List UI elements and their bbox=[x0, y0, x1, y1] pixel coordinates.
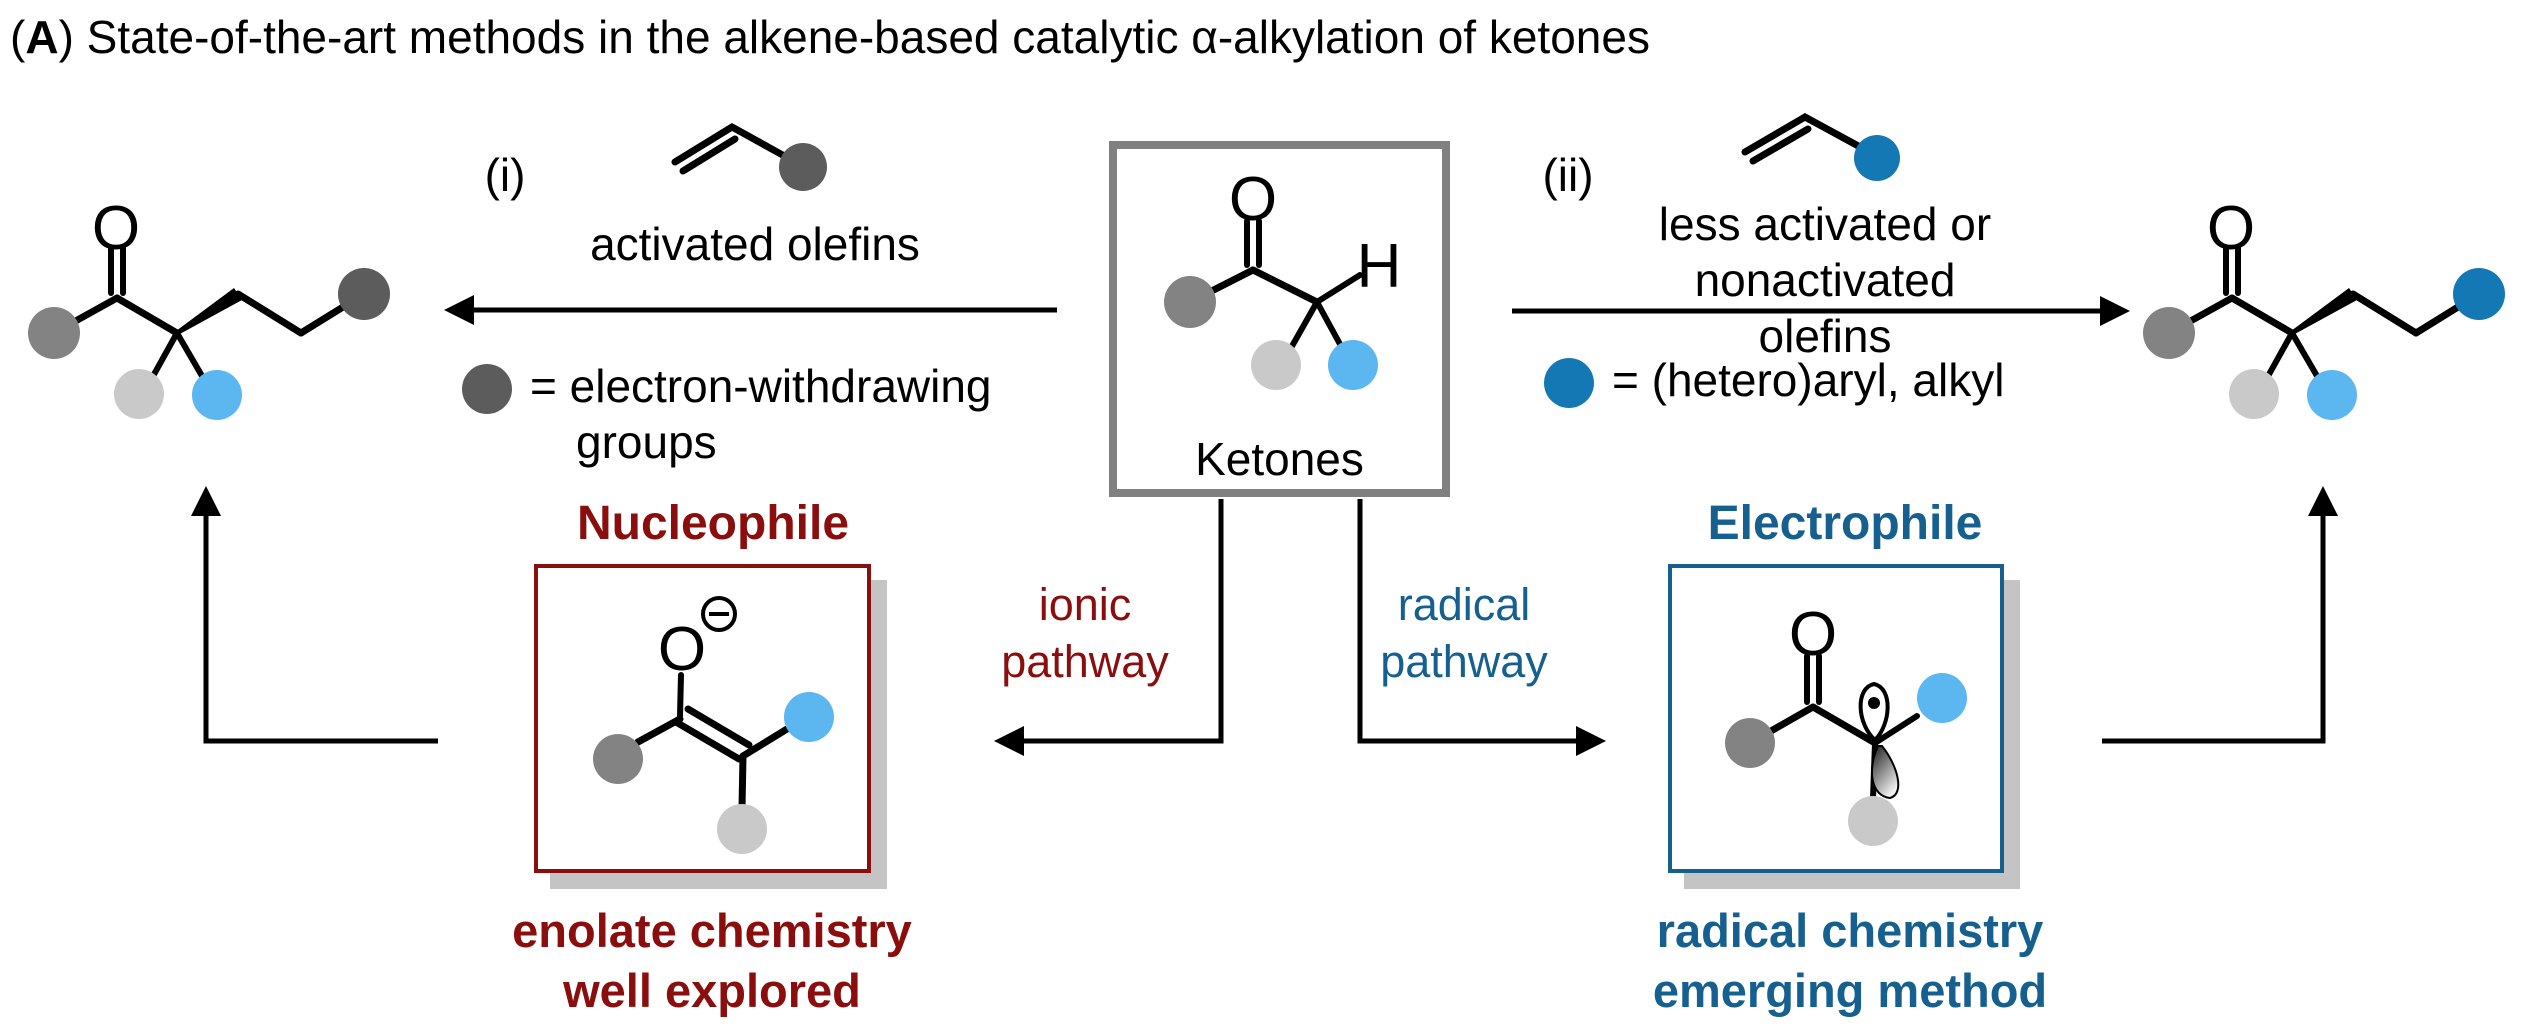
left-return-arrow bbox=[191, 486, 438, 744]
substituent-ball-blue bbox=[2307, 370, 2357, 420]
wedge-bond bbox=[2291, 288, 2357, 335]
alkyl-aryl-ball bbox=[1544, 358, 1594, 408]
carbonyl-o-label: O bbox=[1229, 165, 1277, 234]
radical-caption: radical chemistry emerging method bbox=[1645, 901, 2055, 1021]
ewg-ball bbox=[462, 364, 512, 414]
right-return-arrow bbox=[2102, 486, 2338, 744]
panel-title-rest: ) State-of-the-art methods in the alkene… bbox=[58, 11, 1650, 63]
substituent-ball-gray bbox=[114, 369, 164, 419]
ionic-line2: pathway bbox=[1001, 636, 1169, 687]
enolate-caption-line2: well explored bbox=[563, 964, 861, 1017]
alkyl-aryl-legend-text: = (hetero)aryl, alkyl bbox=[1612, 354, 2005, 406]
enolate-structure: O bbox=[593, 596, 834, 854]
carbonyl-o-label: O bbox=[1789, 600, 1837, 669]
alpha-h-label: H bbox=[1357, 232, 1402, 301]
nucleophile-heading: Nucleophile bbox=[576, 497, 850, 550]
nonactivated-olefin-structure bbox=[1741, 112, 1900, 181]
electrophile-heading: Electrophile bbox=[1707, 497, 1983, 550]
enolate-o-label: O bbox=[658, 615, 706, 684]
radical-line2: pathway bbox=[1380, 636, 1548, 687]
radical-line1: radical bbox=[1397, 579, 1531, 630]
carbonyl-o-label: O bbox=[2207, 194, 2255, 263]
activated-olefins-caption: activated olefins bbox=[590, 218, 920, 270]
caption-line1: less activated or bbox=[1658, 198, 1992, 250]
substituent-ball-blue bbox=[1328, 340, 1378, 390]
nucleophile-box: O bbox=[534, 564, 871, 873]
ewg-ball bbox=[779, 143, 827, 191]
p-orbital-icon bbox=[1858, 681, 1900, 800]
radical-pathway-label: radical pathway bbox=[1364, 576, 1564, 690]
panel-title: (A) State-of-the-art methods in the alke… bbox=[10, 10, 1650, 64]
ketone-structure: O H bbox=[1164, 165, 1402, 390]
substituent-ball-gray bbox=[1848, 796, 1898, 846]
less-activated-caption: less activated or nonactivated olefins bbox=[1625, 196, 2025, 364]
r-group-ball bbox=[1164, 276, 1216, 328]
substituent-ball-gray bbox=[2229, 369, 2279, 419]
enolate-caption-line1: enolate chemistry bbox=[512, 904, 912, 957]
path-i-index: (i) bbox=[484, 149, 526, 201]
alkyl-aryl-ball bbox=[2453, 268, 2505, 320]
carbonyl-o-label: O bbox=[92, 194, 140, 263]
r-group-ball bbox=[28, 307, 80, 359]
alkyl-aryl-legend: = (hetero)aryl, alkyl bbox=[1544, 352, 2004, 408]
radical-electron-dot bbox=[1868, 697, 1880, 709]
r-group-ball bbox=[593, 734, 643, 784]
ionic-line1: ionic bbox=[1038, 579, 1132, 630]
substituent-ball-gray bbox=[1251, 340, 1301, 390]
r-group-ball bbox=[1725, 718, 1775, 768]
negative-charge-icon bbox=[701, 596, 737, 632]
arrow-to-right-product bbox=[1512, 296, 2130, 326]
ionic-pathway-label: ionic pathway bbox=[985, 576, 1185, 690]
ketones-label: Ketones bbox=[1195, 433, 1364, 485]
ewg-legend-line1: = electron-withdrawing bbox=[530, 360, 992, 412]
panel-letter: A bbox=[25, 11, 59, 63]
alkyl-aryl-ball bbox=[1854, 135, 1900, 181]
ewg-legend: = electron-withdrawing groups bbox=[462, 358, 992, 470]
substituent-ball-blue bbox=[192, 370, 242, 420]
enolate-caption: enolate chemistry well explored bbox=[512, 901, 912, 1021]
substituent-ball-gray bbox=[717, 804, 767, 854]
left-product-structure: O bbox=[28, 194, 390, 420]
ewg-ball bbox=[338, 268, 390, 320]
panel-title-open: ( bbox=[10, 11, 26, 63]
radical-caption-line1: radical chemistry bbox=[1656, 904, 2044, 957]
arrow-to-left-product bbox=[444, 295, 1057, 325]
wedge-bond bbox=[176, 288, 242, 335]
radical-caption-line2: emerging method bbox=[1652, 964, 2048, 1017]
ewg-legend-line2: groups bbox=[576, 416, 717, 468]
caption-line2: nonactivated olefins bbox=[1694, 254, 1956, 362]
radical-pathway-arrow bbox=[1357, 499, 1606, 756]
electrophile-box: O bbox=[1668, 564, 2004, 873]
substituent-ball-blue bbox=[1917, 673, 1967, 723]
path-ii-index: (ii) bbox=[1542, 149, 1594, 201]
ketones-box: O H Ketones bbox=[1109, 141, 1450, 497]
ketyl-radical-structure: O bbox=[1725, 600, 1967, 846]
activated-olefin-structure bbox=[671, 122, 827, 191]
ionic-pathway-arrow bbox=[994, 499, 1224, 756]
substituent-ball-blue bbox=[784, 692, 834, 742]
r-group-ball bbox=[2143, 307, 2195, 359]
right-product-structure: O bbox=[2143, 194, 2505, 420]
